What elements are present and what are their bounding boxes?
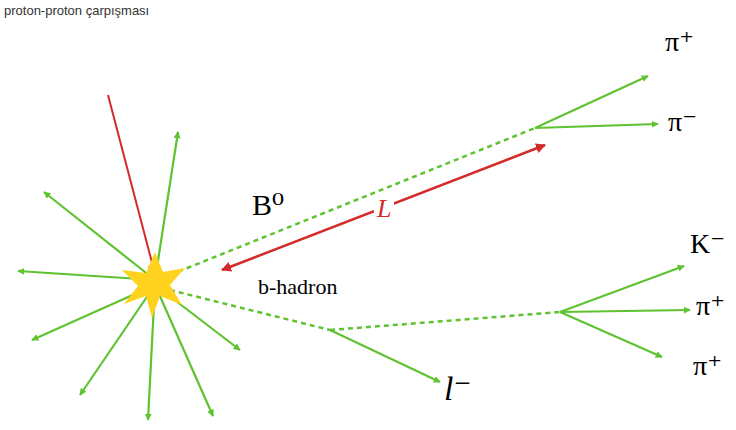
decay-paths — [170, 128, 560, 330]
decay-length-arrow — [222, 145, 545, 270]
particle-label: π⁺ — [696, 292, 725, 320]
particle-label: b-hadron — [258, 276, 337, 298]
length-label: L — [374, 196, 394, 222]
particle-label: π⁺ — [665, 28, 694, 56]
track-lines — [18, 76, 690, 420]
figure-title: proton-proton çarpışması — [4, 4, 149, 17]
collision-star — [122, 252, 185, 318]
particle-label: π⁺ — [693, 352, 722, 380]
proton-beam — [108, 95, 155, 274]
particle-label: K⁻ — [690, 230, 725, 258]
particle-label: π⁻ — [668, 108, 697, 136]
particle-label: l⁻ — [444, 372, 471, 406]
particle-label: B⁰ — [252, 190, 284, 220]
